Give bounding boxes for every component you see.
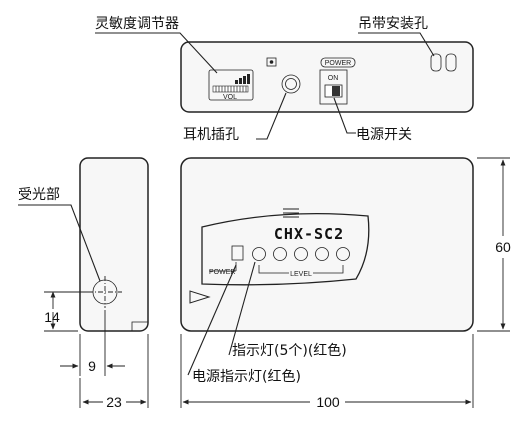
callout-indicator-lamps: 指示灯(5个)(红色) xyxy=(232,342,347,359)
level-indicator xyxy=(336,247,350,261)
callout-strap-holes: 吊带安装孔 xyxy=(358,16,428,32)
front-dimensions: 60 100 xyxy=(180,157,511,410)
direction-mark xyxy=(189,290,211,304)
callout-power-indicator: 电源指示灯(红色) xyxy=(192,368,301,385)
front-callouts: 指示灯(5个)(红色) 电源指示灯(红色) xyxy=(187,261,347,385)
power-indicator-label: POWER xyxy=(209,269,235,276)
level-indicator xyxy=(273,247,287,261)
dim-height: 60 xyxy=(495,239,511,255)
callout-earphone-jack: 耳机插孔 xyxy=(183,127,239,143)
side-callouts: 受光部 xyxy=(18,187,101,282)
front-panel xyxy=(201,212,370,286)
level-indicator xyxy=(315,247,329,261)
power-box-label: POWER xyxy=(325,60,351,67)
level-label: LEVEL xyxy=(290,271,312,278)
dim-receiver-offset: 9 xyxy=(88,358,96,374)
callout-power-switch: 电源开关 xyxy=(356,127,412,143)
dim-receiver-height: 14 xyxy=(44,309,60,325)
dial-wheel xyxy=(212,85,249,93)
dim-width: 100 xyxy=(316,394,340,410)
sensitivity-dial: VOL xyxy=(208,69,254,101)
speaker-grille xyxy=(283,208,299,218)
receiver xyxy=(88,276,122,308)
earphone-icon xyxy=(266,57,277,67)
top-view: VOL POWER ON xyxy=(180,41,474,113)
earphone-jack xyxy=(266,57,301,94)
side-view xyxy=(79,157,149,332)
model-name: CHX-SC2 xyxy=(274,225,344,243)
dim-side-width: 23 xyxy=(106,394,122,410)
power-indicator xyxy=(231,245,244,261)
volume-level-bars xyxy=(235,74,250,84)
strap-holes xyxy=(430,53,457,72)
power-switch: POWER ON xyxy=(319,57,356,105)
vol-label: VOL xyxy=(223,94,237,101)
level-indicator xyxy=(294,247,308,261)
top-callouts: 灵敏度调节器 吊带安装孔 耳机插孔 电源开关 xyxy=(95,16,435,143)
callout-receiver: 受光部 xyxy=(18,187,60,203)
switch-on-label: ON xyxy=(328,75,339,82)
callout-sensitivity-dial: 灵敏度调节器 xyxy=(95,16,179,32)
level-indicator xyxy=(252,247,266,261)
level-indicators xyxy=(252,247,350,261)
switch-slider xyxy=(332,86,340,96)
front-view: CHX-SC2 POWER LEVEL xyxy=(180,157,474,332)
dial-ridges xyxy=(215,86,247,92)
side-dimensions: 14 9 23 xyxy=(44,291,149,410)
